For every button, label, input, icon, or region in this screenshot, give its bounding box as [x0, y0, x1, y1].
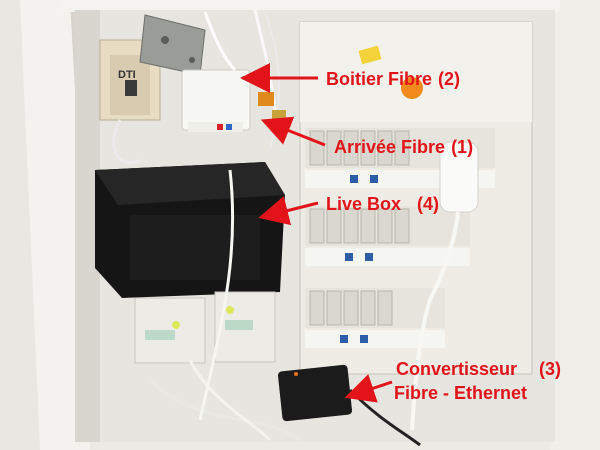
arrow-arrivee-fibre: [260, 116, 326, 147]
annotation-live-box: Live Box (4): [326, 195, 439, 213]
annotation-arrivee-fibre: Arrivée Fibre(1): [334, 138, 473, 156]
electricity-meters: [134, 291, 276, 364]
dti-label: DTI: [118, 69, 136, 81]
annotation-label: Fibre - Ethernet: [394, 383, 528, 403]
media-converter: [277, 364, 353, 422]
arrow-convertisseur: [344, 374, 393, 403]
annotation-label: Arrivée Fibre: [334, 137, 446, 157]
annotation-fibre-ethernet: Fibre - Ethernet: [394, 384, 527, 402]
power-adapter: [410, 141, 479, 431]
annotation-number: (4): [417, 194, 440, 214]
annotation-boitier-fibre: Boitier Fibre(2): [326, 70, 460, 88]
breaker-panel: [299, 21, 533, 375]
livebox-device: [95, 162, 285, 298]
annotation-label: Live Box: [326, 194, 402, 214]
annotation-convertisseur: Convertisseur (3): [396, 360, 561, 378]
annotation-label: Convertisseur: [396, 359, 518, 379]
annotation-number: (2): [438, 69, 461, 89]
annotation-number: (1): [451, 137, 474, 157]
annotation-label: Boitier Fibre: [326, 69, 433, 89]
annotation-number: (3): [539, 359, 562, 379]
dti-box: [99, 39, 161, 121]
arrow-live-box: [258, 196, 319, 226]
